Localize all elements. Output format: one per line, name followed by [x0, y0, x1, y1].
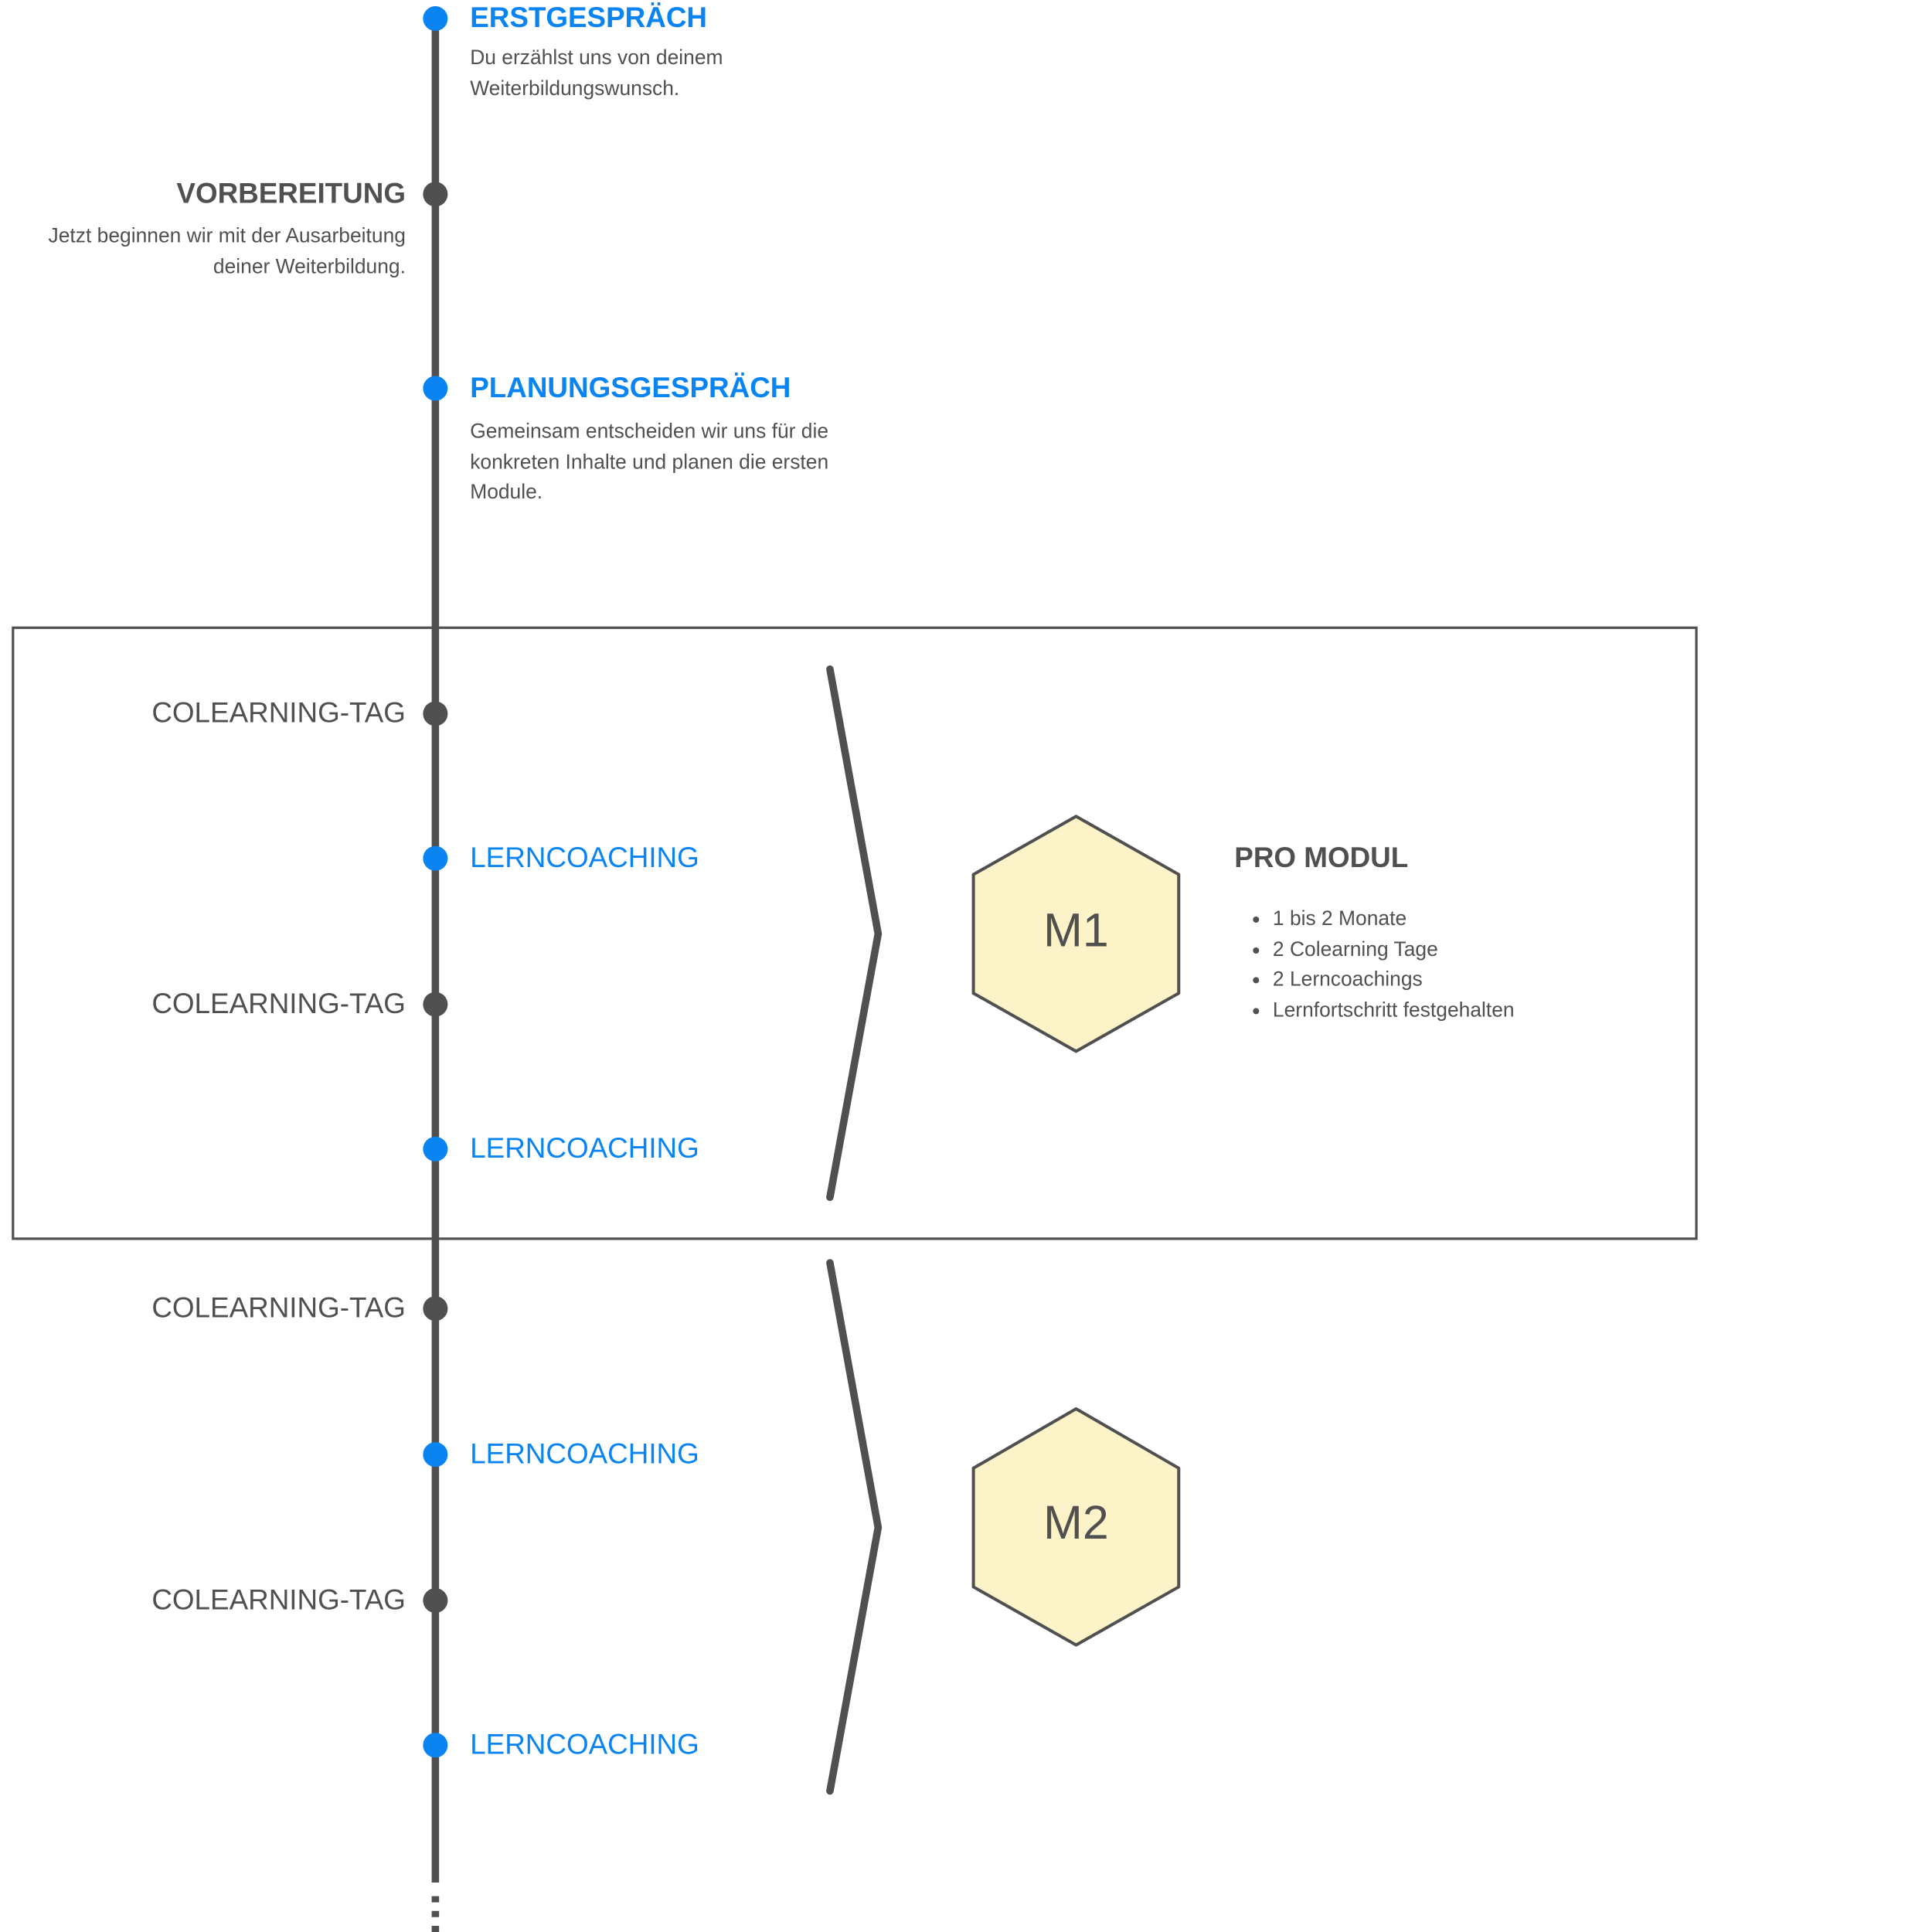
desc-line: konkreten Inhalte und planen die ersten: [470, 451, 829, 474]
desc-line: Jetzt beginnen wir mit der Ausarbeitung: [48, 225, 406, 248]
hexagon-icon-module-1: [971, 815, 1181, 1053]
pro-modul-title: PRO MODUL: [1234, 841, 1409, 873]
desc-line: Du erzählst uns von deinem: [470, 46, 723, 70]
event-lerncoaching: LERNCOACHING: [470, 841, 699, 873]
list-item: 2 Lerncoachings: [1273, 964, 1515, 995]
chevron-right-icon-module-2: [826, 1259, 883, 1795]
node-erstgespraech: [423, 6, 448, 32]
node-lerncoaching-m2-1: [423, 1442, 448, 1468]
hexagon-icon-module-2: [971, 1406, 1181, 1647]
list-item: 1 bis 2 Monate: [1273, 904, 1515, 934]
node-colearning-m2-2: [423, 1588, 448, 1614]
node-lerncoaching-m1-1: [423, 845, 448, 871]
pro-modul-list: 1 bis 2 Monate 2 Colearning Tage 2 Lernc…: [1234, 904, 1515, 1026]
node-lerncoaching-m2-2: [423, 1733, 448, 1758]
desc-line: Weiterbildungswunsch.: [470, 77, 680, 100]
node-colearning-m1-1: [423, 701, 448, 726]
event-lerncoaching: LERNCOACHING: [470, 1131, 699, 1165]
step-title-vorbereitung: VORBEREITUNG: [176, 176, 406, 209]
step-title-planungsgespraech: PLANUNGSGESPRÄCH: [470, 371, 791, 403]
step-desc-vorbereitung: Jetzt beginnen wir mit der Ausarbeitung …: [49, 221, 406, 281]
step-desc-planungsgespraech: Gemeinsam entscheiden wir uns für die ko…: [470, 417, 828, 508]
module-label-m2: M2: [1043, 1498, 1109, 1550]
event-lerncoaching: LERNCOACHING: [470, 1437, 699, 1470]
node-planungsgespraech: [423, 376, 448, 401]
step-title-erstgespraech: ERSTGESPRÄCH: [470, 1, 708, 34]
desc-line: Module.: [470, 481, 543, 504]
node-vorbereitung: [423, 182, 448, 207]
desc-line: deiner Weiterbildung.: [213, 255, 406, 278]
node-colearning-m1-2: [423, 992, 448, 1017]
chevron-right-icon-module-1: [826, 665, 883, 1202]
node-colearning-m2-1: [423, 1296, 448, 1321]
module-label-m1: M1: [1043, 905, 1109, 957]
list-item: Lernfortschritt festgehalten: [1273, 995, 1515, 1026]
step-desc-erstgespraech: Du erzählst uns von deinem Weiterbildung…: [470, 43, 723, 104]
event-colearning-tag: COLEARNING-TAG: [151, 1583, 406, 1616]
node-lerncoaching-m1-2: [423, 1136, 448, 1162]
event-lerncoaching: LERNCOACHING: [470, 1727, 699, 1760]
event-colearning-tag: COLEARNING-TAG: [151, 987, 406, 1019]
event-colearning-tag: COLEARNING-TAG: [151, 1291, 406, 1324]
module-1-frame: [12, 626, 1698, 1240]
event-colearning-tag: COLEARNING-TAG: [151, 696, 406, 729]
desc-line: Gemeinsam entscheiden wir uns für die: [470, 420, 829, 443]
list-item: 2 Colearning Tage: [1273, 934, 1515, 964]
